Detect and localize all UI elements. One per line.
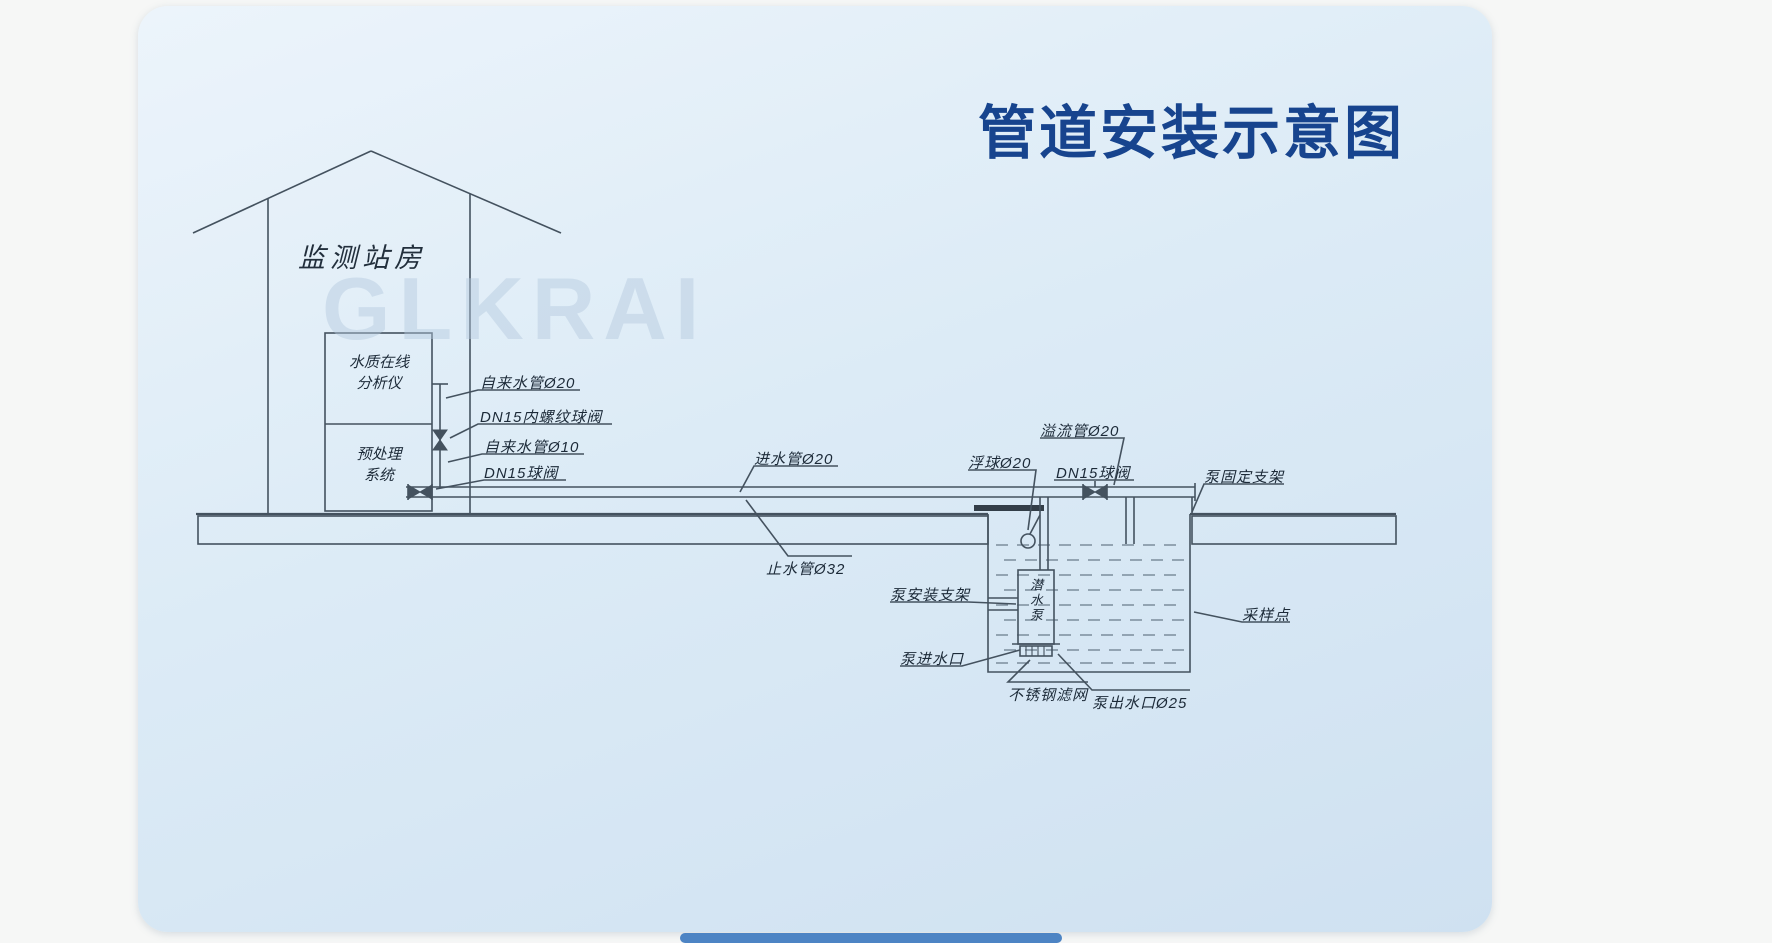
sampling-pit bbox=[987, 514, 1191, 673]
label-tap-water-pipe-20: 自来水管Ø20 bbox=[480, 375, 576, 392]
analyzer-label-line2: 分析仪 bbox=[356, 375, 402, 392]
label-pump-water-inlet: 泵进水口 bbox=[900, 651, 965, 668]
stainless-filter-symbol bbox=[1019, 645, 1053, 657]
pretreatment-label-line1: 预处理 bbox=[356, 446, 402, 463]
pretreatment-label: 预处理 系统 bbox=[326, 444, 432, 486]
ground-hatch-right bbox=[1191, 515, 1397, 545]
label-submersible-pump: 潜水泵 bbox=[1028, 578, 1043, 623]
house-roof bbox=[192, 150, 562, 234]
label-sampling-point: 采样点 bbox=[1242, 607, 1291, 624]
label-pump-water-outlet-25: 泵出水口Ø25 bbox=[1092, 695, 1188, 712]
label-inlet-pipe-20: 进水管Ø20 bbox=[754, 451, 834, 468]
leader-lines bbox=[435, 389, 1290, 691]
submersible-pump bbox=[1012, 497, 1060, 657]
analyzer-label: 水质在线 分析仪 bbox=[326, 352, 432, 394]
tap-water-pipe bbox=[432, 383, 448, 487]
analyzer-label-line1: 水质在线 bbox=[348, 354, 409, 371]
ground-hatch-left bbox=[197, 515, 989, 545]
label-stainless-filter: 不锈钢滤网 bbox=[1008, 687, 1089, 704]
monitoring-station-label: 监测站房 bbox=[298, 243, 426, 273]
label-float-ball-20: 浮球Ø20 bbox=[968, 455, 1032, 472]
overflow-drop-pipe bbox=[1125, 497, 1135, 544]
inlet-pipe bbox=[406, 483, 1196, 514]
label-dn15-threaded-valve: DN15内螺纹球阀 bbox=[480, 409, 603, 426]
pretreatment-label-line2: 系统 bbox=[363, 467, 394, 484]
label-pump-fixing-bracket: 泵固定支架 bbox=[1204, 469, 1285, 486]
pump-mounting-bracket-symbol bbox=[988, 597, 1018, 611]
dn15-ball-valve-right-symbol bbox=[1082, 484, 1108, 500]
label-dn15-valve-right: DN15球阀 bbox=[1056, 465, 1131, 482]
house-walls bbox=[267, 194, 471, 514]
label-tap-water-pipe-10: 自来水管Ø10 bbox=[484, 439, 580, 456]
label-pump-mounting-bracket: 泵安装支架 bbox=[890, 587, 971, 604]
page-title: 管道安装示意图 bbox=[978, 101, 1406, 166]
ground-line bbox=[196, 512, 1397, 545]
label-overflow-pipe-20: 溢流管Ø20 bbox=[1040, 423, 1120, 440]
analyzer-cabinet bbox=[324, 332, 433, 512]
diagram-card bbox=[138, 6, 1492, 932]
watermark-logo: GLKRAI bbox=[322, 259, 708, 358]
threaded-ball-valve-symbol bbox=[432, 429, 448, 441]
float-ball-symbol bbox=[1020, 514, 1041, 549]
bottom-accent-bar bbox=[680, 933, 1062, 943]
label-stop-water-pipe-32: 止水管Ø32 bbox=[766, 561, 846, 578]
label-dn15-valve-left: DN15球阀 bbox=[484, 465, 559, 482]
